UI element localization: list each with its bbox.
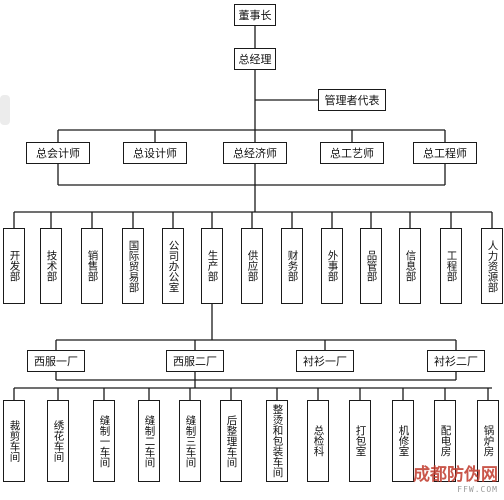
department-box: 国际贸易部 [122,228,144,304]
watermark-title: 成都防伪网 [413,465,498,485]
department-box: 技术部 [40,228,62,304]
workshop-box: 缝制三车间 [179,400,201,482]
department-box: 销售部 [81,228,103,304]
watermark: 成都防伪网 FFW.COM [413,460,498,494]
chief-box: 总工艺师 [320,142,384,164]
workshop-box: 锅炉房 [477,400,499,482]
department-box: 公司办公室 [162,228,184,304]
chairman-box: 董事长 [234,4,276,26]
factory-box: 衬衫一厂 [296,350,354,372]
watermark-url: FFW.COM [457,485,498,494]
department-box: 财务部 [281,228,303,304]
workshop-box: 缝制二车间 [138,400,160,482]
factory-box: 西服二厂 [166,350,224,372]
workshop-box: 机修室 [392,400,414,482]
chief-box: 总经济师 [223,142,287,164]
factory-box: 衬衫二厂 [427,350,485,372]
department-box: 工程部 [440,228,462,304]
department-box: 信息部 [399,228,421,304]
workshop-box: 裁剪车间 [3,400,25,482]
chief-box: 总会计师 [26,142,90,164]
chief-box: 总设计师 [123,142,187,164]
department-box: 生产部 [201,228,223,304]
general-manager-box: 总经理 [234,48,276,70]
chief-box: 总工程师 [413,142,477,164]
department-box: 开发部 [3,228,25,304]
edge-watermark-mark [0,95,10,125]
workshop-box: 总检科 [307,400,329,482]
department-box: 外事部 [321,228,343,304]
department-box: 人力资源部 [481,228,503,304]
workshop-box: 缝制一车间 [93,400,115,482]
workshop-box: 打包室 [349,400,371,482]
management-representative-box: 管理者代表 [318,89,386,111]
factory-box: 西服一厂 [27,350,85,372]
workshop-box: 绣花车间 [47,400,69,482]
workshop-box: 整烫和包装车间 [266,400,288,482]
department-box: 品管部 [360,228,382,304]
workshop-box: 后整理车间 [220,400,242,482]
workshop-box: 配电房 [434,400,456,482]
department-box: 供应部 [241,228,263,304]
